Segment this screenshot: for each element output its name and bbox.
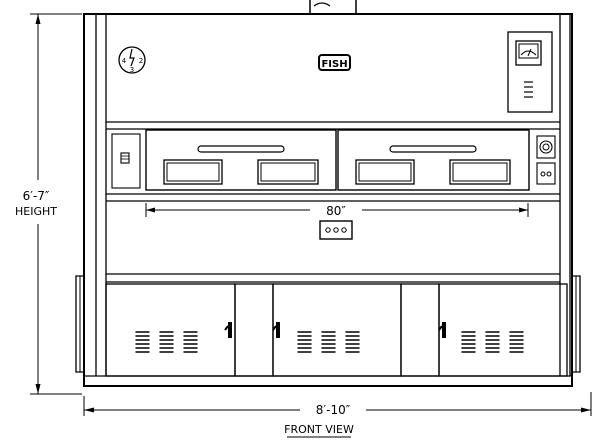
dial-number-4: 4 (122, 57, 127, 65)
height-word-label: HEIGHT (15, 205, 57, 218)
door-handle-icon (272, 322, 280, 338)
view-title-text: FRONT VIEW (284, 423, 354, 436)
exhaust-duct (309, 0, 357, 14)
fryer-section (111, 129, 556, 191)
height-dimension: 6′-7″ HEIGHT (15, 13, 82, 395)
louver-vent-icon (461, 331, 476, 353)
view-title: FRONT VIEW (284, 423, 354, 438)
louver-vent-icon (321, 331, 336, 353)
door-handle-icon (438, 322, 446, 338)
height-value-label: 6′-7″ (23, 189, 50, 203)
control-outlet-box (319, 220, 353, 240)
lower-cabinets (105, 283, 568, 377)
side-end-panels (75, 275, 581, 373)
inner-width-dimension: 80″ (145, 203, 529, 218)
overall-width-label: 8′-10″ (316, 403, 351, 417)
inner-width-label: 80″ (326, 204, 346, 218)
dial-number-3: 3 (130, 66, 134, 74)
louver-vent-icon (159, 331, 174, 353)
door-handle-icon (224, 322, 232, 338)
meter-vent-icon (524, 81, 533, 98)
louver-vent-icon (297, 331, 312, 353)
overall-width-dimension: 8′-10″ (83, 392, 592, 417)
logo-plate: FISH (318, 54, 351, 71)
louver-vent-icon (485, 331, 500, 353)
louver-vent-icon (509, 331, 524, 353)
logo-text: FISH (321, 59, 347, 70)
louver-vent-icon (345, 331, 360, 353)
louver-vent-icon (135, 331, 150, 353)
timer-dial-icon: 4 3 2 (118, 46, 146, 74)
louver-vent-icon (183, 331, 198, 353)
dial-number-2: 2 (139, 57, 143, 65)
meter-panel (507, 31, 553, 113)
